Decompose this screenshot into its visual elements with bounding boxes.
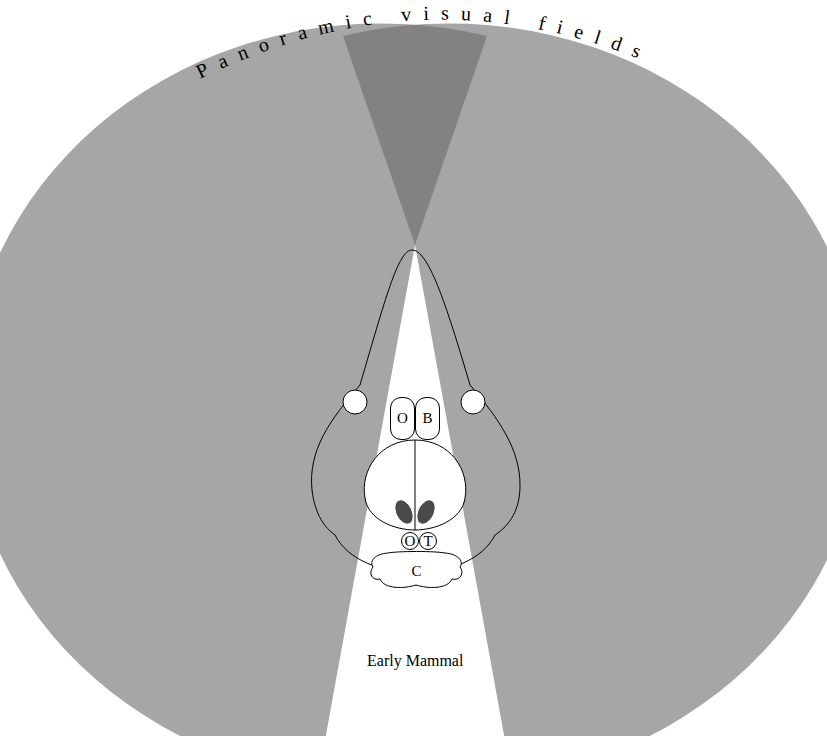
right-visual-field xyxy=(343,23,827,736)
shaded-region xyxy=(391,497,416,527)
head-outline xyxy=(312,250,520,573)
part-letter: O xyxy=(405,534,416,549)
eye xyxy=(461,390,485,414)
optic-tectum: O xyxy=(401,532,419,550)
part-letter: T xyxy=(423,534,432,549)
caption-label: Early Mammal xyxy=(367,652,463,670)
part-letter: B xyxy=(422,411,432,426)
part-letter: O xyxy=(397,411,408,426)
diagram-title: Panoramic visual fields xyxy=(193,2,656,83)
part-letter: C xyxy=(411,564,421,579)
olfactory-bulb: B xyxy=(415,397,440,440)
olfactory-bulb: O xyxy=(390,397,415,440)
title-curve: Panoramic visual fields xyxy=(193,2,656,83)
midline xyxy=(415,440,416,530)
cerebrum-outline xyxy=(364,440,466,530)
shaded-region xyxy=(413,497,438,527)
optic-tectum: T xyxy=(419,532,437,550)
eye xyxy=(343,390,367,414)
cerebellum: C xyxy=(368,551,465,591)
